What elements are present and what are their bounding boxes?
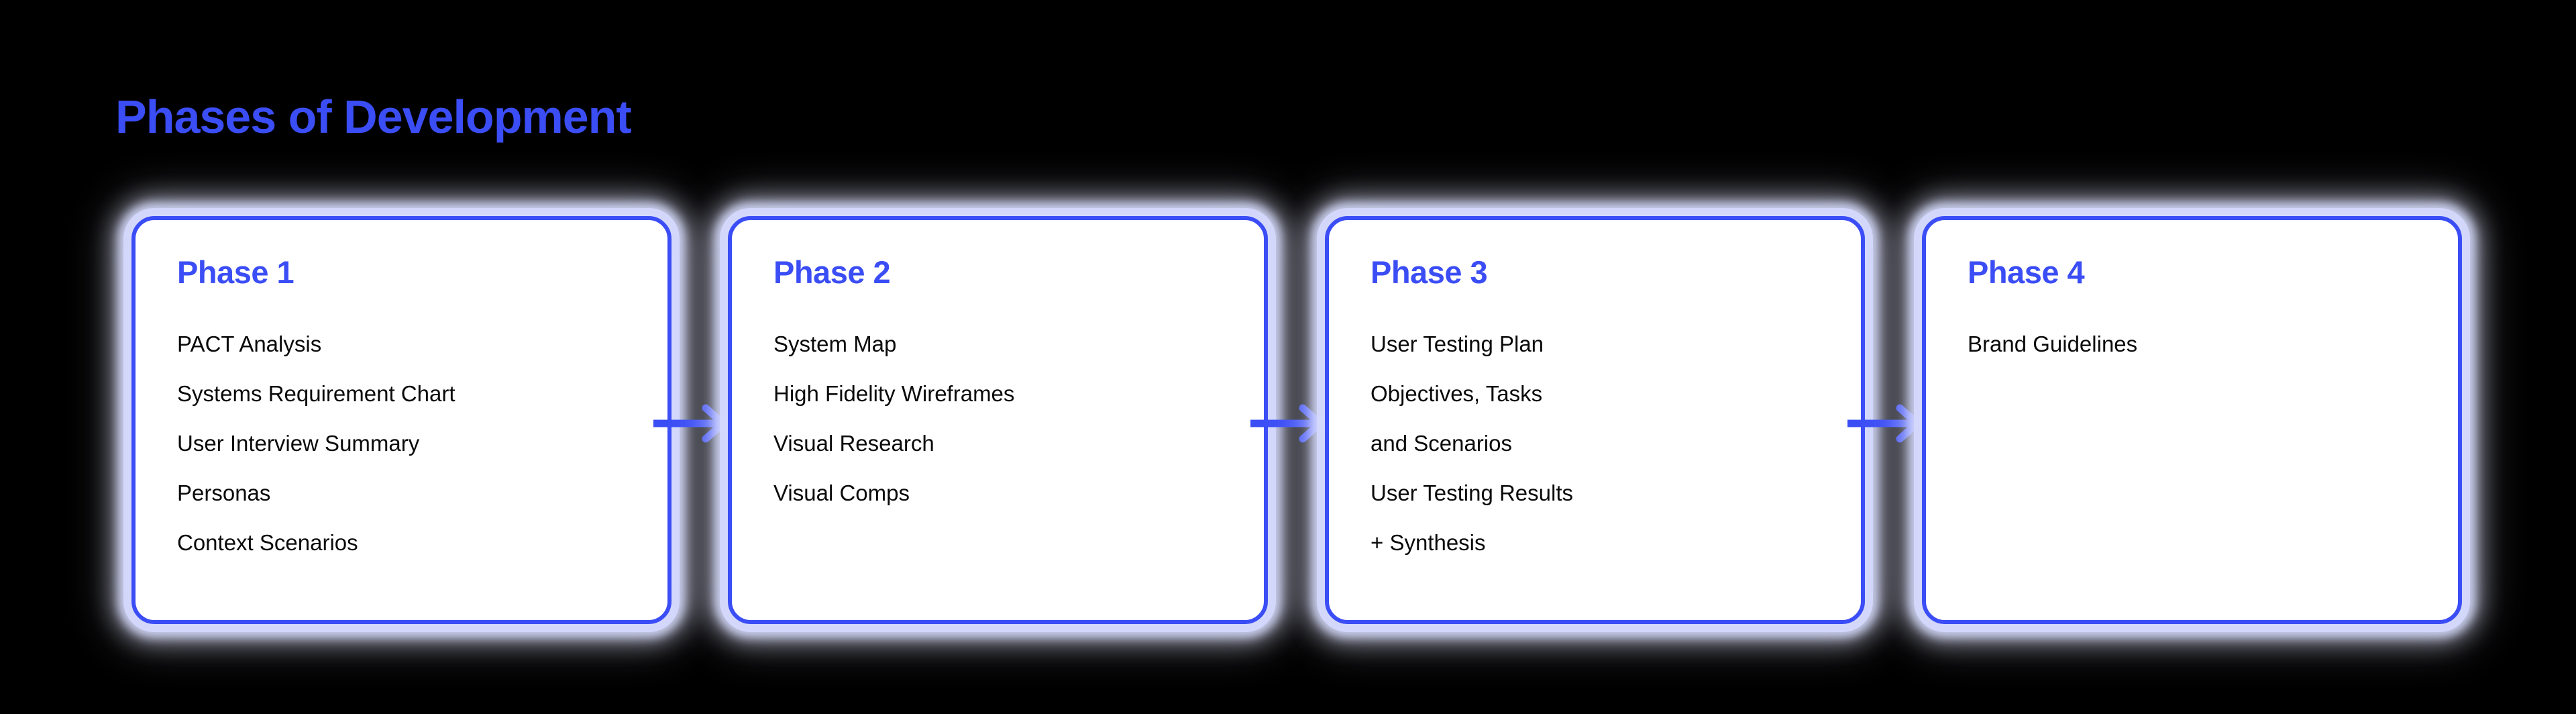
phase-deliverables-list: Brand Guidelines [1968, 319, 2418, 369]
phase-deliverables-list: User Testing Plan Objectives, Tasks and … [1371, 319, 1821, 568]
list-item: Context Scenarios [177, 529, 358, 555]
arrow-right-icon [652, 403, 733, 444]
phase-card-heading: Phase 3 [1371, 254, 1488, 290]
list-item: High Fidelity Wireframes [773, 380, 1015, 406]
list-item: Visual Research [773, 430, 934, 456]
phase-card-4[interactable]: Phase 4 Brand Guidelines [1922, 216, 2462, 624]
arrow-right-icon [1249, 403, 1330, 444]
phase-flow-diagram: Phase 1 PACT Analysis Systems Requiremen… [0, 216, 2576, 625]
list-item: Systems Requirement Chart [177, 380, 455, 406]
phase-card-3[interactable]: Phase 3 User Testing Plan Objectives, Ta… [1325, 216, 1865, 624]
list-item: User Interview Summary [177, 430, 420, 456]
list-item: Personas [177, 480, 271, 505]
list-item: PACT Analysis [177, 331, 322, 356]
list-item: User Testing Plan [1371, 331, 1544, 356]
phase-card-1[interactable]: Phase 1 PACT Analysis Systems Requiremen… [131, 216, 672, 624]
list-item: User Testing Results [1371, 480, 1574, 505]
list-item: + Synthesis [1371, 529, 1486, 555]
arrow-right-icon [1846, 403, 1927, 444]
list-item: System Map [773, 331, 897, 356]
phase-deliverables-list: System Map High Fidelity Wireframes Visu… [773, 319, 1224, 518]
page-title: Phases of Development [115, 91, 632, 143]
list-item: Objectives, Tasks [1371, 380, 1543, 406]
phase-deliverables-list: PACT Analysis Systems Requirement Chart … [177, 319, 627, 568]
list-item: and Scenarios [1371, 430, 1512, 456]
phase-card-heading: Phase 4 [1968, 254, 2085, 290]
phase-card-2[interactable]: Phase 2 System Map High Fidelity Wirefra… [728, 216, 1268, 624]
phase-card-heading: Phase 2 [773, 254, 891, 290]
phase-card-heading: Phase 1 [177, 254, 294, 290]
list-item: Visual Comps [773, 480, 910, 505]
list-item: Brand Guidelines [1968, 331, 2138, 356]
